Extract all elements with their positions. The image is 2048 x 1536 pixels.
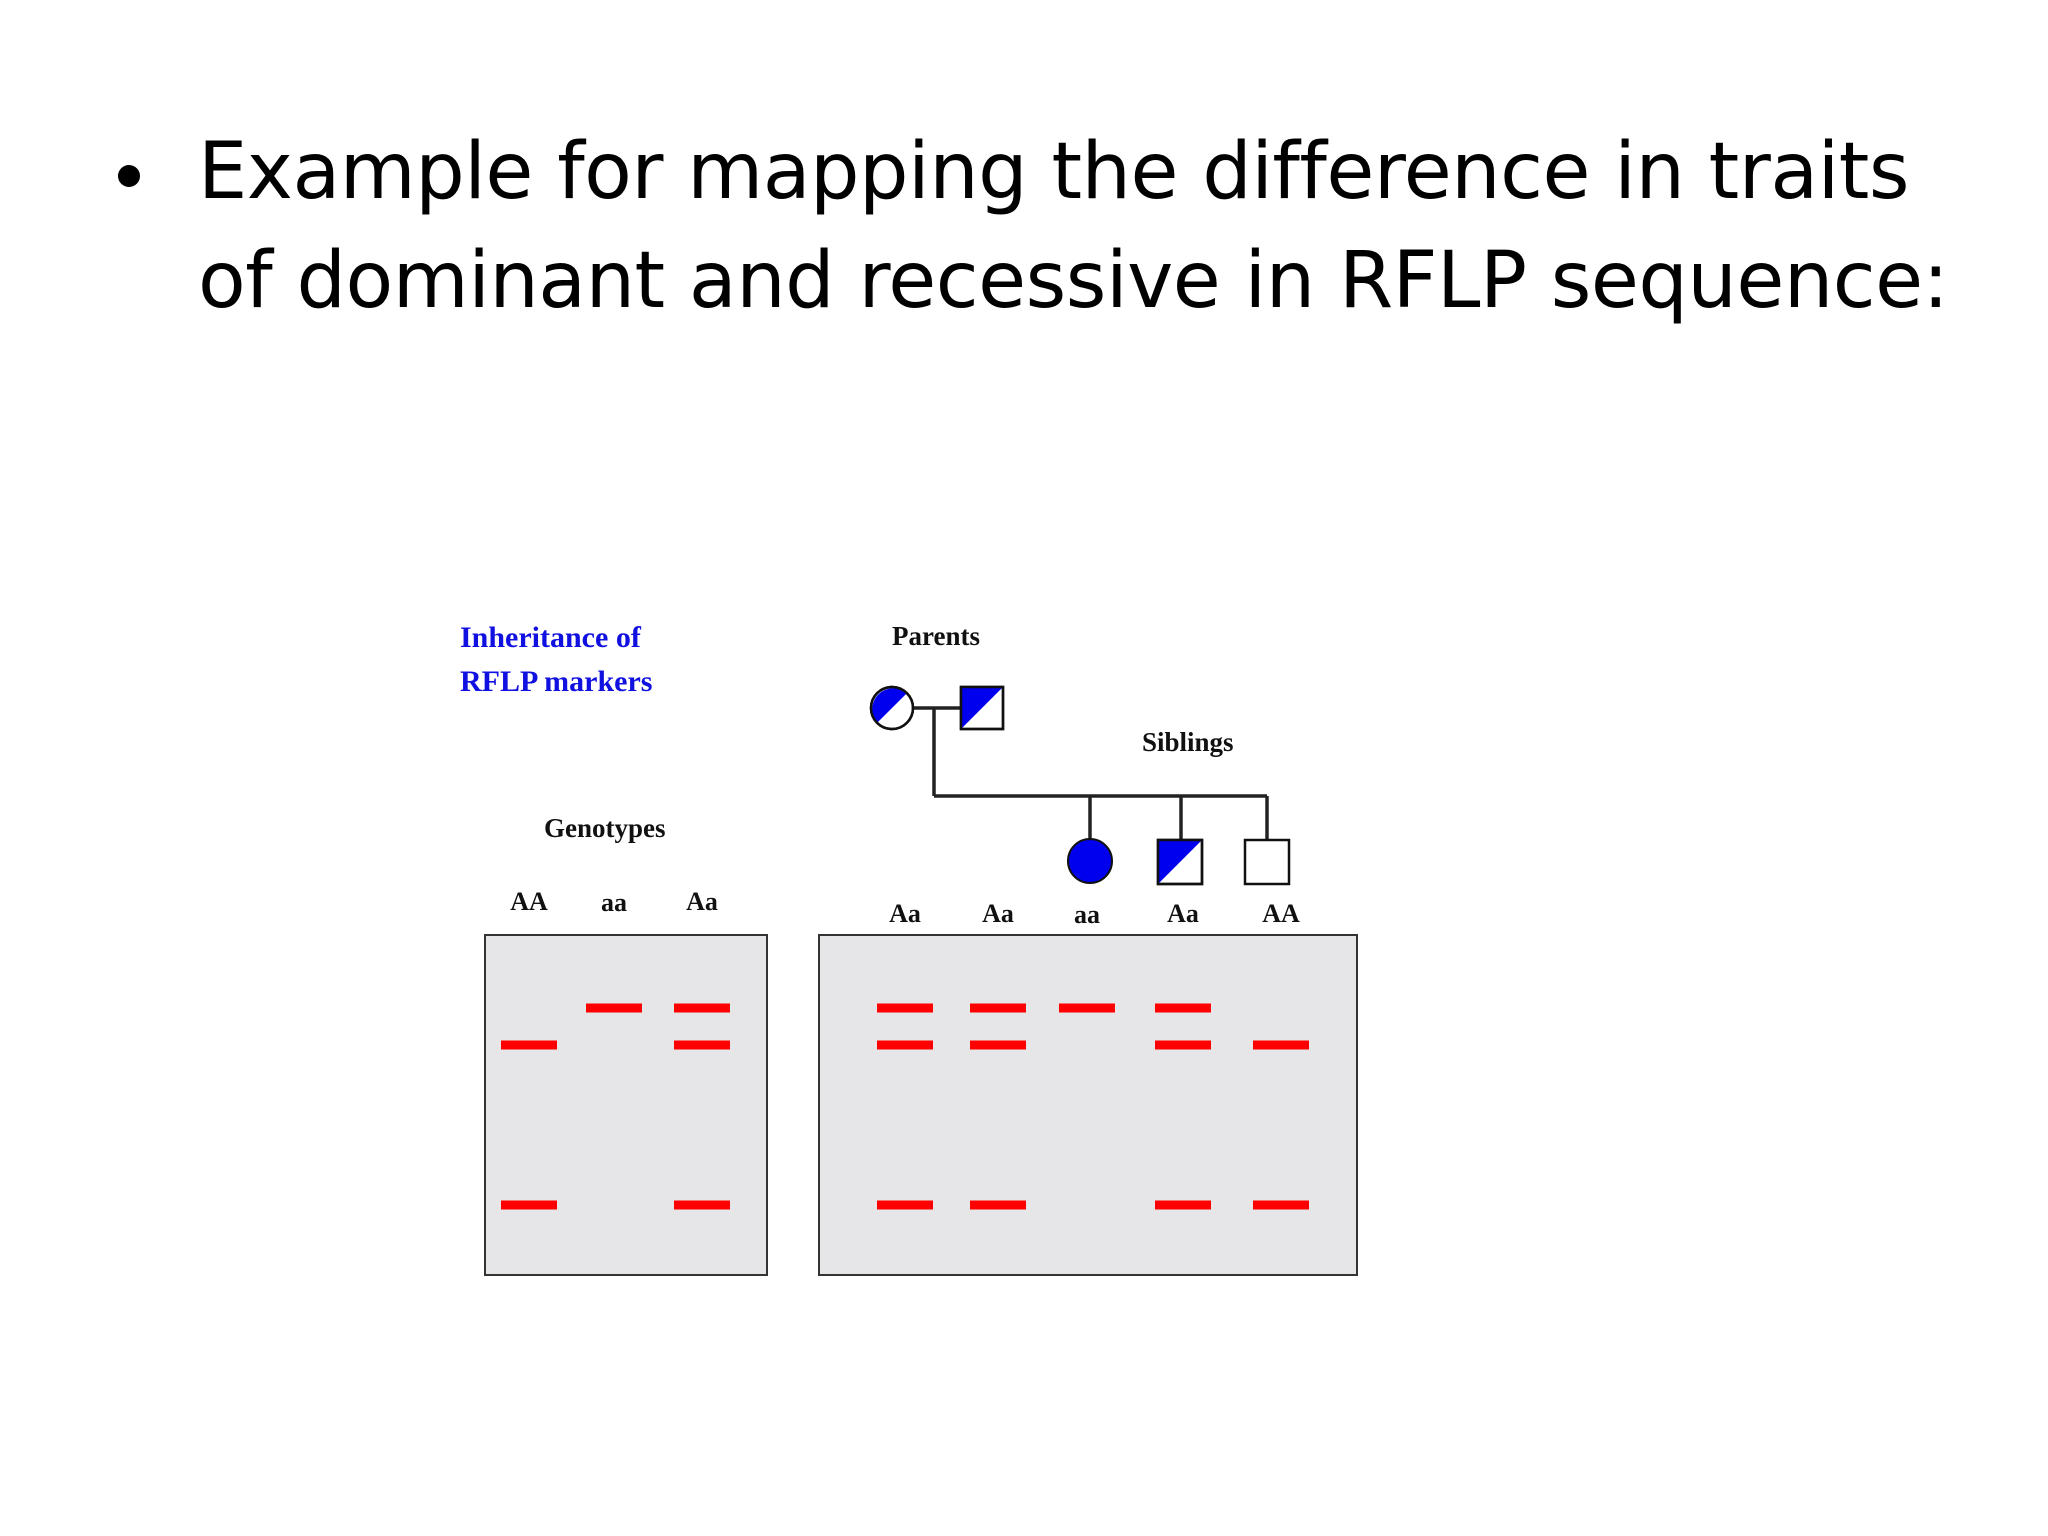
parent-male-symbol <box>959 685 1005 731</box>
bullet-item: Example for mapping the difference in tr… <box>118 118 1988 336</box>
bullet-dot-icon <box>118 165 140 187</box>
right-gel-lane-1-bottom-band <box>877 1200 933 1210</box>
right-gel-lane-3-top-band <box>1059 1003 1115 1013</box>
sibling-female-affected-symbol <box>1067 838 1113 884</box>
left-gel-panel <box>484 934 768 1276</box>
right-gel-lane-1-middle-band <box>877 1040 933 1050</box>
left-gel-lane-3-bottom-band <box>674 1200 730 1210</box>
left-gel-lane-2-top-band <box>586 1003 642 1013</box>
right-gel-lane-4-top-band <box>1155 1003 1211 1013</box>
right-gel-lane-1-top-band <box>877 1003 933 1013</box>
right-gel-lane-2-top-band <box>970 1003 1026 1013</box>
left-lane-2-genotype: aa <box>601 888 627 917</box>
right-lane-1-genotype: Aa <box>889 899 921 928</box>
right-lane-3-genotype: aa <box>1074 900 1100 929</box>
bullet-text: Example for mapping the difference in tr… <box>198 127 1949 326</box>
right-gel-lane-2-middle-band <box>970 1040 1026 1050</box>
parent-female-symbol <box>869 685 915 731</box>
figure-title-line2: RFLP markers <box>460 665 652 698</box>
right-lane-4-genotype: Aa <box>1167 899 1199 928</box>
right-gel-lane-4-middle-band <box>1155 1040 1211 1050</box>
left-gel-lane-1-middle-band <box>501 1040 557 1050</box>
right-gel-lane-5-middle-band <box>1253 1040 1309 1050</box>
right-gel-lane-4-bottom-band <box>1155 1200 1211 1210</box>
left-lane-3-genotype: Aa <box>686 887 718 916</box>
figure-title-line1: Inheritance of <box>460 621 642 654</box>
sibling-male-unaffected-symbol <box>1243 838 1291 886</box>
rflp-diagram: Inheritance of RFLP markers Parents Sibl… <box>460 621 1358 1276</box>
left-gel-lane-3-middle-band <box>674 1040 730 1050</box>
left-gel-lane-1-bottom-band <box>501 1200 557 1210</box>
pedigree-lines <box>895 706 1269 840</box>
right-lane-5-genotype: AA <box>1262 899 1300 928</box>
right-gel-lane-5-bottom-band <box>1253 1200 1309 1210</box>
gel-bands <box>501 1003 1309 1210</box>
right-lane-2-genotype: Aa <box>982 899 1014 928</box>
parents-label: Parents <box>892 621 980 651</box>
rflp-inheritance-figure: Inheritance of RFLP markers Parents Sibl… <box>440 600 1410 1300</box>
left-gel-lane-3-top-band <box>674 1003 730 1013</box>
left-lane-1-genotype: AA <box>510 887 548 916</box>
right-gel-lane-2-bottom-band <box>970 1200 1026 1210</box>
sibling-male-carrier-symbol <box>1156 838 1204 886</box>
right-gel-panel <box>818 934 1358 1276</box>
genotypes-label: Genotypes <box>544 813 666 843</box>
siblings-label: Siblings <box>1142 727 1234 757</box>
